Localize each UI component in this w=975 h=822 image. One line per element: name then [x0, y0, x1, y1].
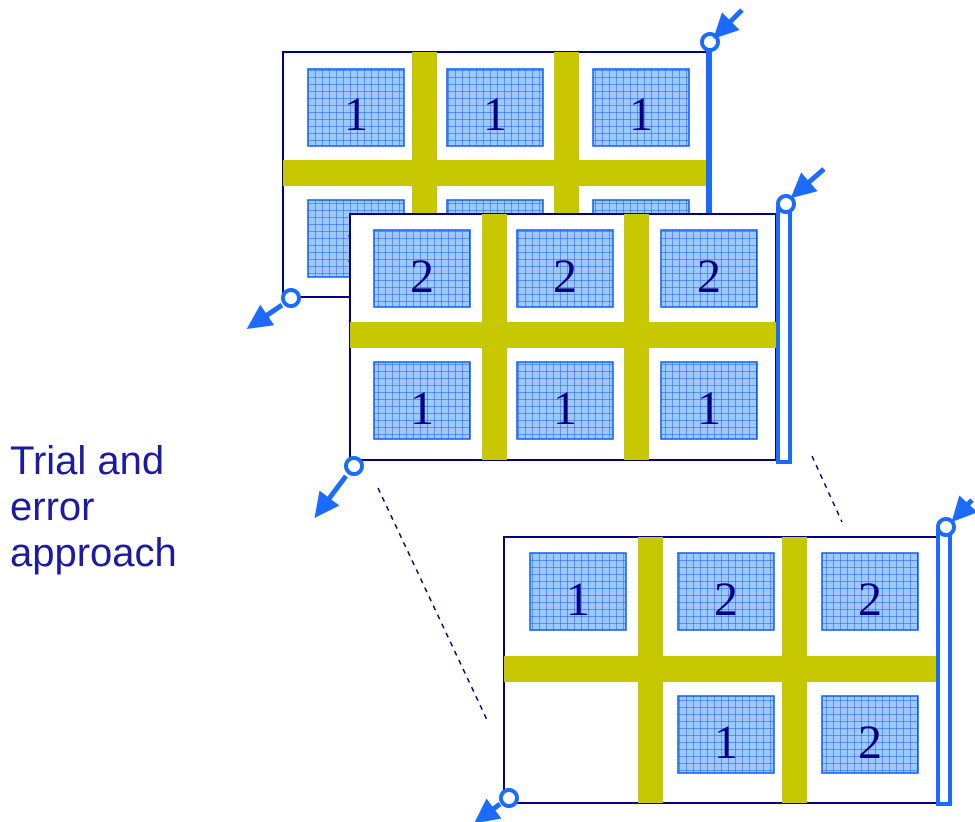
- cell: [307, 68, 405, 147]
- cell-row-top: 1 2 2: [529, 552, 919, 631]
- anchor-circle: [936, 517, 956, 537]
- anchor-circle: [700, 32, 720, 52]
- anchor-circle: [499, 788, 519, 808]
- cell-number: 2: [714, 573, 738, 626]
- cell-number: 2: [697, 250, 721, 303]
- cell: [660, 229, 758, 308]
- cell: [529, 552, 627, 631]
- caption-line-3: approach: [10, 531, 177, 575]
- cell-number: 2: [410, 250, 434, 303]
- cell-number: 1: [714, 716, 738, 769]
- cell-row-bottom: 1 1 1: [373, 361, 758, 440]
- arrow-icon: [246, 302, 284, 330]
- cell-number: 1: [483, 88, 507, 141]
- edge-rail: [936, 528, 952, 806]
- cell-number: 1: [410, 382, 434, 435]
- caption-text: Trial and error approach: [10, 438, 230, 576]
- cell-row-top: 1 1 1: [307, 68, 690, 147]
- cell-number: 1: [553, 382, 577, 435]
- cell-row-bottom: 1 2: [677, 695, 919, 774]
- cell: [677, 695, 775, 774]
- cell-number: 2: [858, 716, 882, 769]
- cell-row-top: 2 2 2: [373, 229, 758, 308]
- arrow-icon: [951, 495, 975, 523]
- edge-rail: [776, 206, 792, 464]
- dashed-connector: [377, 487, 489, 723]
- arrow-icon: [713, 8, 744, 39]
- cell: [677, 552, 775, 631]
- dashed-connector: [811, 455, 843, 523]
- cell: [373, 229, 471, 308]
- arrow-icon: [790, 167, 826, 199]
- arrow-icon: [314, 474, 348, 518]
- caption-line-1: Trial and: [10, 439, 165, 483]
- cell-number: 1: [566, 573, 590, 626]
- cell-number: 2: [858, 573, 882, 626]
- edge-rail: [706, 44, 712, 216]
- anchor-circle: [281, 288, 301, 308]
- cell-number: 1: [629, 88, 653, 141]
- cell: [516, 229, 614, 308]
- panel-trial-3: 1 2 2 1 2: [474, 495, 975, 822]
- cell: [821, 695, 919, 774]
- panel-trial-2: 2 2 2 1 1 1: [314, 167, 826, 518]
- horizontal-bar: [504, 656, 940, 682]
- horizontal-bar: [283, 160, 707, 186]
- anchor-circle: [776, 194, 796, 214]
- cell: [446, 68, 544, 147]
- horizontal-bar: [350, 322, 780, 348]
- cell: [660, 361, 758, 440]
- cell: [592, 68, 690, 147]
- cell: [516, 361, 614, 440]
- caption-line-2: error: [10, 485, 95, 529]
- cell: [373, 361, 471, 440]
- cell: [821, 552, 919, 631]
- cell-number: 1: [344, 88, 368, 141]
- anchor-circle: [344, 456, 364, 476]
- cell-number: 2: [553, 250, 577, 303]
- cell-number: 1: [697, 382, 721, 435]
- arrow-icon: [474, 798, 502, 822]
